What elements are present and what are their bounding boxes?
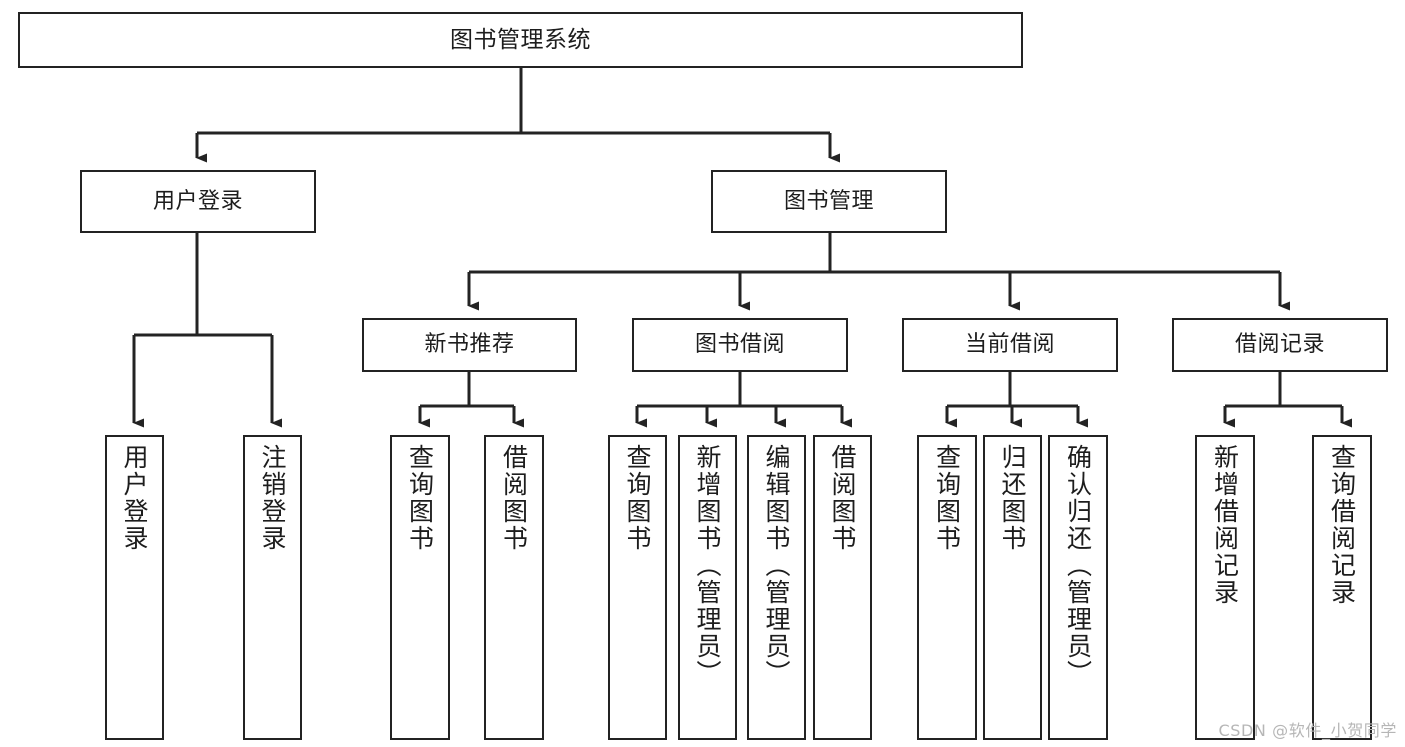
node-label: 新书推荐 — [424, 332, 515, 358]
node-label: 图书管理 — [783, 188, 874, 214]
leaf-borrow-query-book[interactable]: 查询图书 — [608, 435, 667, 740]
node-label: 注销登录 — [258, 444, 287, 552]
leaf-user-login-login[interactable]: 用户登录 — [105, 435, 164, 740]
leaf-current-return-book[interactable]: 归还图书 — [983, 435, 1042, 740]
node-label: 查询图书 — [623, 444, 652, 552]
node-label: 新增图书（管理员） — [693, 444, 722, 687]
node-root-system[interactable]: 图书管理系统 — [18, 12, 1023, 68]
leaf-new-book-query[interactable]: 查询图书 — [390, 435, 450, 740]
node-book-management[interactable]: 图书管理 — [711, 170, 947, 233]
node-label: 图书管理系统 — [450, 26, 591, 53]
node-label: 借阅图书 — [499, 444, 529, 552]
leaf-user-login-logout[interactable]: 注销登录 — [243, 435, 302, 740]
node-label: 新增借阅记录 — [1210, 444, 1240, 606]
leaf-new-book-borrow[interactable]: 借阅图书 — [484, 435, 544, 740]
node-label: 查询图书 — [932, 444, 962, 552]
node-label: 当前借阅 — [964, 332, 1055, 358]
node-borrow-record[interactable]: 借阅记录 — [1172, 318, 1388, 372]
node-user-login[interactable]: 用户登录 — [80, 170, 316, 233]
node-label: 用户登录 — [120, 444, 149, 552]
leaf-record-query-record[interactable]: 查询借阅记录 — [1312, 435, 1372, 740]
leaf-record-add-record[interactable]: 新增借阅记录 — [1195, 435, 1255, 740]
leaf-borrow-borrow-book[interactable]: 借阅图书 — [813, 435, 872, 740]
leaf-current-confirm-return[interactable]: 确认归还（管理员） — [1048, 435, 1108, 740]
leaf-borrow-edit-book[interactable]: 编辑图书（管理员） — [747, 435, 806, 740]
node-label: 用户登录 — [152, 188, 243, 214]
node-label: 借阅记录 — [1234, 332, 1325, 358]
leaf-current-query-book[interactable]: 查询图书 — [917, 435, 977, 740]
leaf-borrow-add-book[interactable]: 新增图书（管理员） — [678, 435, 737, 740]
node-label: 确认归还（管理员） — [1063, 444, 1093, 687]
node-label: 归还图书 — [998, 444, 1027, 552]
node-current-borrow[interactable]: 当前借阅 — [902, 318, 1118, 372]
node-book-borrow[interactable]: 图书借阅 — [632, 318, 848, 372]
node-label: 图书借阅 — [694, 332, 785, 358]
node-label: 查询借阅记录 — [1327, 444, 1357, 606]
node-label: 编辑图书（管理员） — [762, 444, 791, 687]
watermark: CSDN @软件_小贺同学 — [1218, 721, 1397, 740]
node-new-book-recommend[interactable]: 新书推荐 — [362, 318, 577, 372]
node-label: 查询图书 — [405, 444, 435, 552]
node-label: 借阅图书 — [828, 444, 857, 552]
